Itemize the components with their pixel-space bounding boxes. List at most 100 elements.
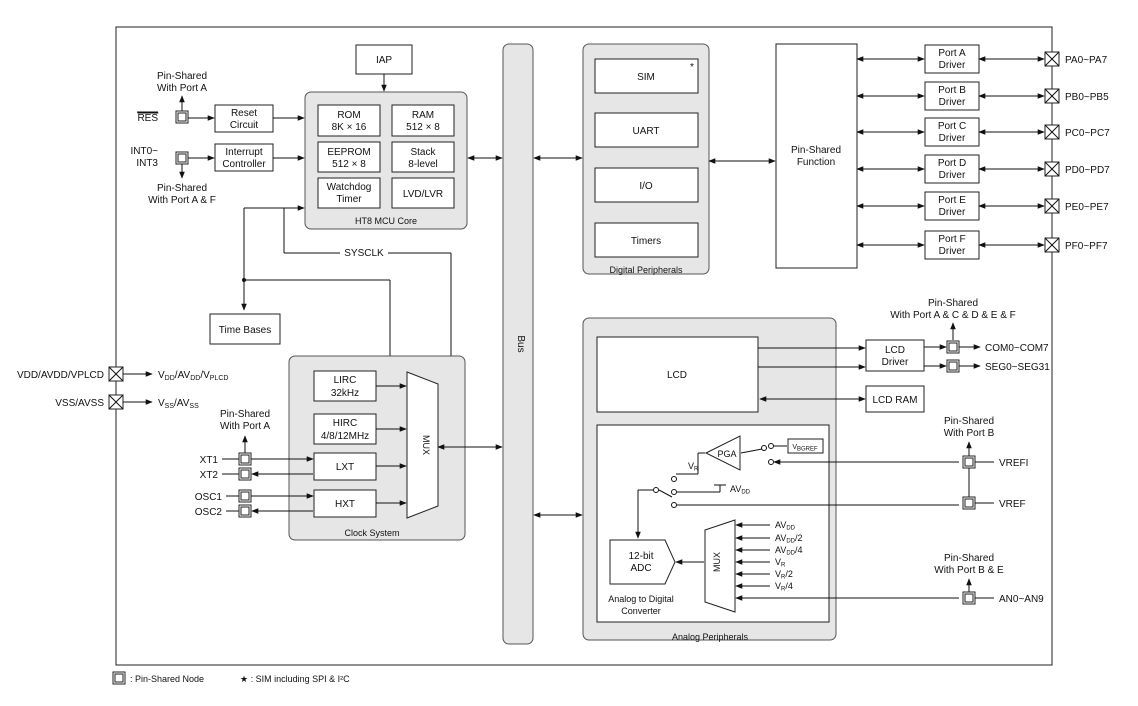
- pin-shared-function-label: Pin-Shared: [791, 145, 841, 156]
- port-f-driver: Port F Driver PF0~PF7: [856, 230, 1108, 260]
- chip-boundary: [115, 26, 1053, 666]
- legend-star-label: ★ : SIM including SPI & I²C: [240, 674, 350, 684]
- vref-shared-label: Pin-Shared: [944, 416, 994, 427]
- watchdog-label-2: Timer: [336, 194, 362, 205]
- port-e-driver-label: Driver: [939, 207, 966, 218]
- timers-label: Timers: [631, 236, 661, 247]
- eeprom-label: EEPROM: [327, 147, 370, 158]
- hirc-block: [313, 413, 377, 445]
- adc-caption: Analog to Digital: [608, 594, 674, 604]
- port-a-driver-label: Driver: [939, 60, 966, 71]
- port-f-driver-label: Driver: [939, 246, 966, 257]
- eeprom-block: [317, 141, 381, 173]
- hirc-freq: 4/8/12MHz: [321, 431, 369, 442]
- pc-pin-label: PC0~PC7: [1065, 128, 1110, 139]
- interrupt-label: Interrupt: [225, 147, 262, 158]
- osc2-pin-label: OSC2: [195, 507, 223, 518]
- vss-rail-label: VSS/AVSS: [158, 398, 199, 410]
- mux-in-vr: VR: [775, 557, 786, 569]
- mux-in-vr-4: VR/4: [775, 581, 793, 593]
- pin-shared-function-block: [775, 43, 858, 269]
- vref-shared-label-2: With Port B: [944, 428, 995, 439]
- vrefi-pin-label: VREFI: [999, 458, 1028, 469]
- port-d-driver-label: Driver: [939, 170, 966, 181]
- uart-label: UART: [632, 126, 659, 137]
- hirc-label: HIRC: [333, 418, 357, 429]
- reset-shared-label: Pin-Shared: [157, 71, 207, 82]
- uart-block: [594, 112, 699, 148]
- res-pin-label: RES: [137, 113, 158, 124]
- rom-label: ROM: [337, 110, 360, 121]
- stack-block: [391, 141, 455, 173]
- lcd-shared-label: Pin-Shared: [928, 298, 978, 309]
- port-c-driver: Port C Driver PC0~PC7: [856, 117, 1110, 147]
- stack-depth: 8-level: [408, 159, 437, 170]
- lirc-label: LIRC: [334, 375, 357, 386]
- pin-shared-function-label-2: Function: [797, 157, 835, 168]
- xt-shared-label-2: With Port A: [220, 421, 270, 432]
- seg-pin-label: SEG0~SEG31: [985, 362, 1050, 373]
- ram-block: [391, 104, 455, 137]
- watchdog-block: [317, 177, 381, 209]
- bus-label: Bus: [515, 335, 526, 352]
- osc1-pin-label: OSC1: [195, 492, 223, 503]
- lcd-label: LCD: [667, 370, 687, 381]
- lcd-driver-label-2: Driver: [882, 357, 909, 368]
- avdd-ref-label: AVDD: [730, 484, 751, 496]
- adc-label: 12-bit: [628, 551, 653, 562]
- rom-size: 8K × 16: [332, 122, 367, 133]
- lvd-block: [391, 177, 455, 209]
- vr-node-label: VR: [688, 461, 699, 473]
- ram-label: RAM: [412, 110, 434, 121]
- port-c-label: Port C: [938, 121, 966, 132]
- io-label: I/O: [639, 181, 653, 192]
- lxt-block: [313, 452, 377, 481]
- vref-pin-label: VREF: [999, 499, 1026, 510]
- vdd-rail-label: VDD/AVDD/VPLCD: [158, 370, 228, 382]
- port-a-driver: Port A Driver PA0~PA7: [856, 44, 1108, 74]
- vbgref-box: [787, 438, 824, 454]
- port-c-driver-label: Driver: [939, 133, 966, 144]
- hxt-label: HXT: [335, 499, 355, 510]
- reset-label: Reset: [231, 108, 257, 119]
- iap-block: [355, 44, 413, 75]
- clock-mux-label: MUX: [421, 435, 431, 455]
- vdd-pin-label: VDD/AVDD/VPLCD: [17, 370, 104, 381]
- port-f-label: Port F: [938, 234, 965, 245]
- int-shared-label: Pin-Shared: [157, 183, 207, 194]
- lirc-freq: 32kHz: [331, 388, 359, 399]
- com-pin-label: COM0~COM7: [985, 343, 1049, 354]
- lcd-block: [596, 336, 759, 413]
- lvd-label: LVD/LVR: [403, 189, 443, 200]
- hxt-block: [313, 489, 377, 518]
- port-b-driver: Port B Driver PB0~PB5: [856, 81, 1109, 111]
- eeprom-size: 512 × 8: [332, 159, 366, 170]
- port-d-label: Port D: [938, 158, 966, 169]
- adc-mux: [704, 519, 736, 613]
- adc-block: [609, 539, 676, 585]
- lcd-shared-label-2: With Port A & C & D & E & F: [890, 310, 1016, 321]
- bus-bar: [502, 43, 534, 645]
- pe-pin-label: PE0~PE7: [1065, 202, 1109, 213]
- sim-label: SIM: [637, 72, 655, 83]
- reset-shared-label-2: With Port A: [157, 83, 207, 94]
- reset-label-2: Circuit: [230, 120, 259, 131]
- lcd-ram-block: [865, 385, 925, 413]
- sim-star: *: [690, 62, 694, 73]
- lcd-driver-label: LCD: [885, 345, 905, 356]
- an-shared-label-2: With Port B & E: [934, 565, 1004, 576]
- adc-label-2: ADC: [630, 563, 651, 574]
- iap-label: IAP: [376, 55, 392, 66]
- pf-pin-label: PF0~PF7: [1065, 241, 1108, 252]
- io-block: [594, 167, 699, 203]
- sim-block: [594, 58, 699, 94]
- clock-mux: [406, 371, 439, 519]
- pga-amplifier: [704, 435, 741, 471]
- clock-system-caption: Clock System: [344, 528, 399, 538]
- xt2-pin-label: XT2: [200, 470, 219, 481]
- rom-block: [317, 104, 381, 137]
- time-bases-block: [209, 313, 281, 345]
- port-b-label: Port B: [938, 85, 966, 96]
- lcd-ram-label: LCD RAM: [872, 395, 917, 406]
- pb-pin-label: PB0~PB5: [1065, 92, 1109, 103]
